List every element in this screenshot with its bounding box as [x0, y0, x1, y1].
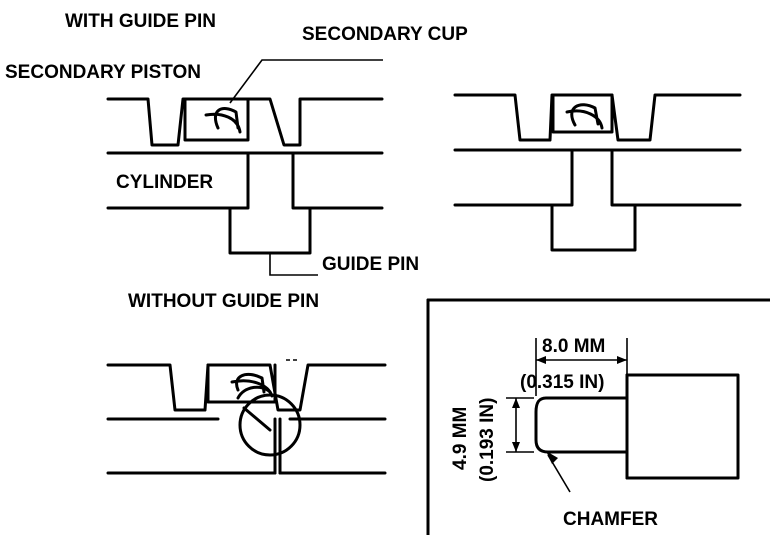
- label-with-guide-pin: WITH GUIDE PIN: [65, 11, 216, 32]
- alt-guide-pin-figure: [453, 93, 742, 252]
- dim-height-mm: 4.9 MM: [450, 407, 471, 470]
- label-without-guide-pin: WITHOUT GUIDE PIN: [128, 291, 319, 312]
- label-secondary-cup: SECONDARY CUP: [302, 24, 468, 45]
- label-secondary-piston: SECONDARY PISTON: [5, 62, 201, 83]
- without-guide-pin-figure: [106, 359, 387, 475]
- label-chamfer: CHAMFER: [563, 509, 658, 530]
- label-guide-pin: GUIDE PIN: [322, 254, 419, 275]
- highlight-circle: [238, 393, 302, 457]
- dimension-inset: [426, 298, 770, 535]
- dim-height-in: (0.193 IN): [477, 398, 498, 482]
- dim-width-in: (0.315 IN): [520, 372, 604, 393]
- dim-width-mm: 8.0 MM: [542, 336, 605, 357]
- with-guide-pin-figure: [106, 59, 384, 276]
- label-cylinder: CYLINDER: [116, 172, 213, 193]
